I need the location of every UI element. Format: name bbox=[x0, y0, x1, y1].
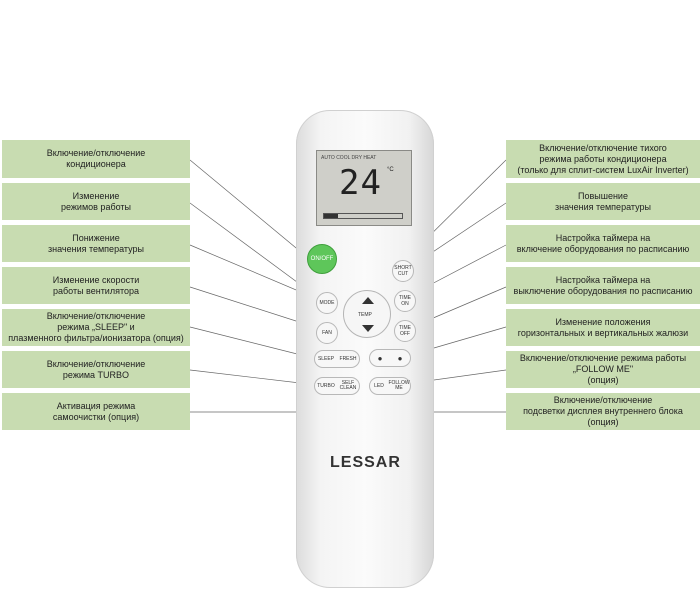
led-label: LED bbox=[374, 382, 384, 389]
temp-label: TEMP bbox=[358, 312, 372, 318]
temp-button[interactable]: TEMP bbox=[343, 290, 391, 338]
line-turbo bbox=[189, 369, 318, 386]
time-on-button[interactable]: TIME ON bbox=[394, 290, 416, 312]
led-follow-me-button[interactable]: LED FOLLOW ME bbox=[369, 377, 411, 395]
display-mode-indicators: AUTO COOL DRY HEAT bbox=[321, 155, 377, 161]
sleep-label: SLEEP bbox=[317, 355, 335, 362]
turbo-label: TURBO bbox=[317, 382, 335, 389]
label-time-off: Настройка таймера на выключение оборудов… bbox=[506, 267, 700, 304]
label-fan: Изменение скорости работы вентилятора bbox=[2, 267, 190, 304]
label-short-cut: Включение/отключение тихого режима работ… bbox=[506, 140, 700, 178]
sleep-fresh-button[interactable]: SLEEP FRESH bbox=[314, 350, 360, 368]
label-turbo: Включение/отключение режима TURBO bbox=[2, 351, 190, 388]
short-cut-button[interactable]: SHORT CUT bbox=[392, 260, 414, 282]
label-temp-up: Повышение значения температуры bbox=[506, 183, 700, 220]
fresh-label: FRESH bbox=[339, 355, 357, 362]
label-power: Включение/отключение кондиционера bbox=[2, 140, 190, 178]
label-mode: Изменение режимов работы bbox=[2, 183, 190, 220]
temp-down-icon[interactable] bbox=[362, 325, 374, 332]
label-louver: Изменение положения горизонтальных и вер… bbox=[506, 309, 700, 346]
remote-display: AUTO COOL DRY HEAT 24 °C bbox=[316, 150, 412, 226]
line-power bbox=[189, 159, 314, 263]
label-temp-down: Понижение значения температуры bbox=[2, 225, 190, 262]
louver-button[interactable]: ● ● bbox=[369, 349, 411, 367]
temp-up-icon[interactable] bbox=[362, 297, 374, 304]
follow-me-label: FOLLOW ME bbox=[388, 380, 410, 391]
label-time-on: Настройка таймера на включение оборудова… bbox=[506, 225, 700, 262]
display-temperature: 24 bbox=[339, 163, 382, 203]
line-sleep bbox=[189, 326, 318, 360]
label-self-clean: Активация режима самоочистки (опция) bbox=[2, 393, 190, 430]
on-off-button[interactable]: ON/OFF bbox=[307, 244, 337, 274]
time-off-button[interactable]: TIME OFF bbox=[394, 320, 416, 342]
self-clean-label: SELF CLEAN bbox=[339, 380, 357, 391]
label-led: Включение/отключение подсветки дисплея в… bbox=[506, 393, 700, 430]
fan-button[interactable]: FAN bbox=[316, 322, 338, 344]
display-unit: °C bbox=[387, 167, 394, 173]
swing-vertical-icon: ● bbox=[377, 353, 383, 363]
swing-horizontal-icon: ● bbox=[397, 353, 403, 363]
display-fan-bar bbox=[323, 213, 403, 219]
label-follow-me: Включение/отключение режима работы „FOLL… bbox=[506, 351, 700, 388]
label-sleep: Включение/отключение режима „SLEEP" и пл… bbox=[2, 309, 190, 346]
mode-button[interactable]: MODE bbox=[316, 292, 338, 314]
turbo-self-clean-button[interactable]: TURBO SELF CLEAN bbox=[314, 377, 360, 395]
brand-logo: LESSAR bbox=[330, 454, 401, 471]
